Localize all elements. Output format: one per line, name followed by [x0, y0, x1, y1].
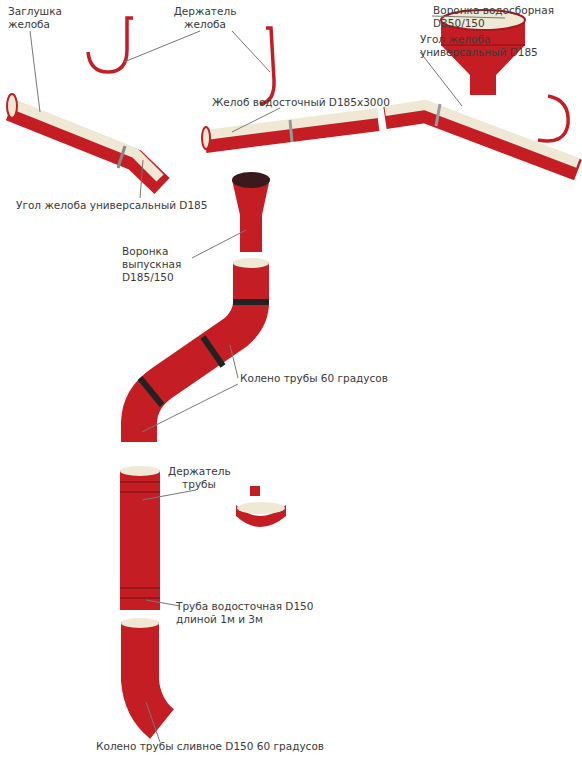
- holder-bracket: [250, 486, 260, 496]
- gutter-joint: [436, 104, 440, 126]
- part-label: Воронка выпускная D185/150: [122, 245, 202, 284]
- leader-line: [230, 345, 238, 378]
- pipe-opening: [233, 258, 269, 268]
- pipe-groove: [120, 587, 160, 589]
- gutter-end-cap: [7, 94, 17, 118]
- drain-elbow: [140, 622, 162, 724]
- part-label: Держатель трубы: [168, 465, 230, 491]
- leader-line: [142, 384, 238, 432]
- gutter-joint: [118, 146, 125, 168]
- gutter-hanger: [538, 96, 568, 141]
- leader-line: [124, 31, 200, 62]
- gutter-inner: [385, 105, 578, 163]
- pipe-opening: [120, 466, 160, 476]
- part-label: Угол желоба универсальный D185: [16, 199, 236, 212]
- gutter-joint: [290, 120, 292, 142]
- gutter-end: [202, 127, 210, 149]
- pipe-groove: [120, 491, 160, 493]
- leader-line: [146, 702, 160, 742]
- outlet-funnel: [232, 178, 270, 252]
- pipe-band: [233, 299, 269, 305]
- leader-line: [146, 600, 180, 606]
- downpipe: [120, 470, 160, 610]
- leader-line: [232, 108, 280, 132]
- part-label: Колено трубы 60 градусов: [240, 372, 440, 385]
- pipe-elbow: [139, 262, 251, 442]
- pipe-band: [140, 378, 162, 405]
- gutter-hanger: [88, 18, 133, 72]
- gutter-hanger: [260, 28, 274, 104]
- pipe-opening: [121, 618, 159, 628]
- pipe-band: [203, 337, 223, 366]
- pipe-groove: [120, 481, 160, 483]
- part-label: Заглушка желоба: [8, 5, 78, 31]
- leader-line: [30, 31, 40, 112]
- holder-inner: [237, 502, 285, 514]
- gutter-inner: [10, 103, 160, 178]
- part-label: Труба водосточная D150 длиной 1м и 3м: [176, 600, 356, 626]
- pipe-groove: [120, 597, 160, 599]
- part-label: Желоб водосточный D185x3000: [212, 96, 412, 109]
- part-label: Угол желоба универсальный D185: [420, 33, 570, 59]
- leader-line: [142, 490, 196, 500]
- leader-line: [192, 230, 246, 258]
- part-label: Воронка водосборная D350/150: [433, 4, 568, 30]
- part-label: Держатель желоба: [160, 5, 250, 31]
- gutter-body: [10, 110, 162, 186]
- outlet-opening: [232, 172, 270, 188]
- leader-line: [140, 160, 143, 198]
- leader-line: [420, 52, 462, 106]
- part-label: Колено трубы сливное D150 60 градусов: [96, 740, 356, 753]
- leader-line: [232, 31, 270, 72]
